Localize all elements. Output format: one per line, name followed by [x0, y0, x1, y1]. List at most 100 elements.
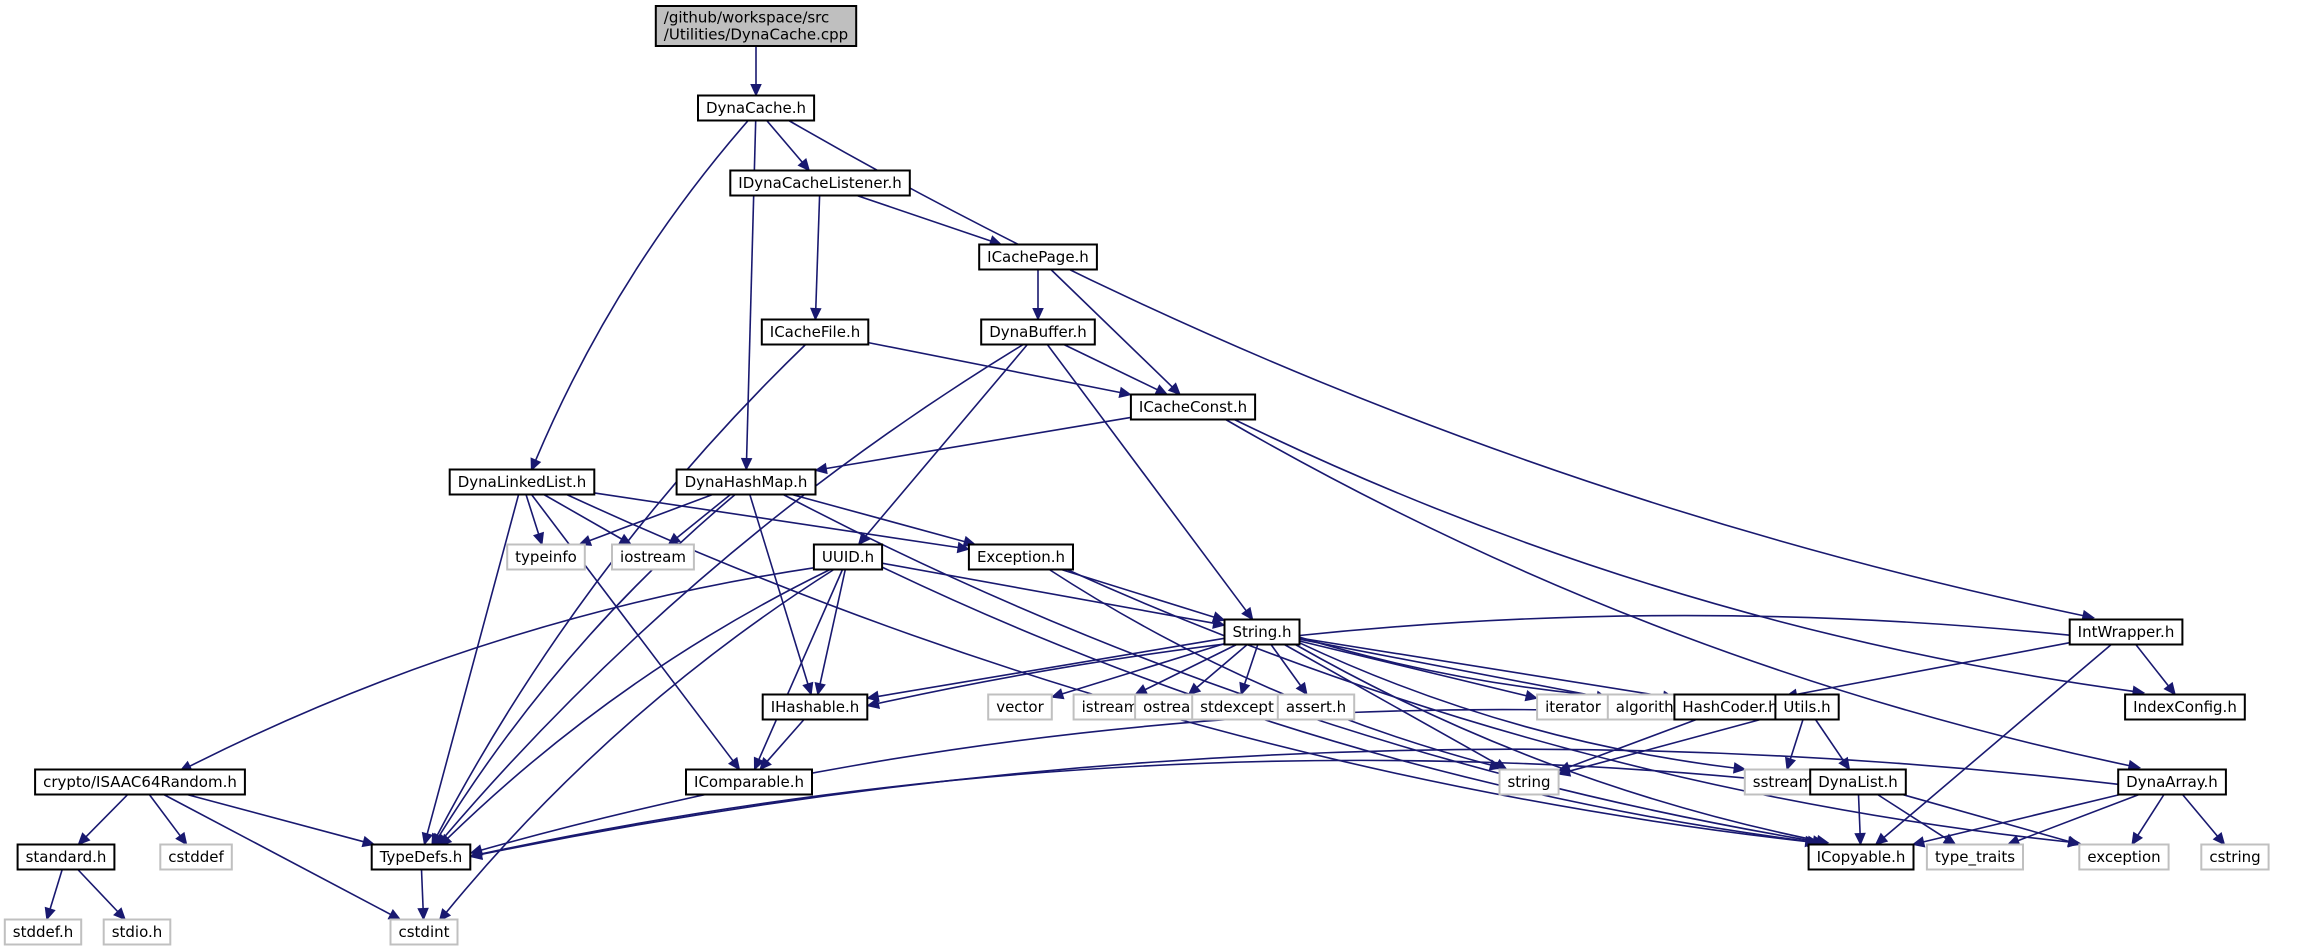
- arrowhead-icon: [802, 681, 814, 696]
- edge-line: [878, 637, 1225, 698]
- node-dynacache[interactable]: DynaCache.h: [697, 94, 816, 122]
- edge-line: [1196, 643, 1248, 689]
- node-uuid[interactable]: UUID.h: [812, 543, 884, 571]
- edge-intwrapper-to-ihashable: [866, 614, 2070, 709]
- node-label: iostream: [620, 548, 686, 566]
- node-utils[interactable]: Utils.h: [1774, 693, 1840, 721]
- arrowhead-icon: [175, 831, 188, 846]
- node-box: [1498, 768, 1560, 796]
- node-dynabuffer[interactable]: DynaBuffer.h: [980, 318, 1096, 346]
- node-label: /Utilities/DynaCache.cpp: [664, 26, 848, 44]
- edge-line: [1294, 643, 1818, 842]
- node-box: [978, 243, 1098, 271]
- node-box: [1129, 393, 1257, 421]
- arrowhead-icon: [750, 84, 762, 97]
- edge-line: [447, 568, 831, 839]
- node-root[interactable]: /github/workspace/src/Utilities/DynaCach…: [654, 5, 858, 47]
- edge-ihashable-to-icomparable: [759, 718, 805, 771]
- node-label: ostream: [1143, 698, 1205, 716]
- arrowhead-icon: [438, 908, 452, 922]
- arrowhead-icon: [797, 158, 811, 172]
- edge-icachepage-to-icacheconst: [1050, 268, 1181, 396]
- node-icomparable[interactable]: IComparable.h: [685, 768, 813, 796]
- edge-dynahashmap-to-ihashable: [749, 494, 814, 696]
- node-label: crypto/ISAAC64Random.h: [43, 773, 237, 791]
- node-label: DynaHashMap.h: [685, 473, 808, 491]
- node-box: [675, 468, 817, 496]
- node-standard[interactable]: standard.h: [16, 843, 116, 871]
- edge-line: [589, 493, 713, 542]
- edge-dynaarray-to-icopyable: [1911, 793, 2121, 848]
- node-label: istream: [1082, 698, 1139, 716]
- node-box: [611, 543, 695, 571]
- node-icacheconst[interactable]: ICacheConst.h: [1129, 393, 1257, 421]
- node-type-traits: type_traits: [1925, 843, 2025, 871]
- node-label: ICacheFile.h: [770, 323, 860, 341]
- edge-line: [881, 562, 1214, 624]
- node-dynahashmap[interactable]: DynaHashMap.h: [675, 468, 817, 496]
- arrowhead-icon: [667, 532, 682, 546]
- node-isaac64random[interactable]: crypto/ISAAC64Random.h: [34, 768, 246, 796]
- node-hashcoder[interactable]: HashCoder.h: [1673, 693, 1787, 721]
- arrowhead-icon: [866, 697, 881, 709]
- arrowhead-icon: [1557, 765, 1572, 777]
- node-label: IHashable.h: [771, 698, 860, 716]
- edge-line: [1923, 793, 2121, 843]
- node-box: [761, 693, 869, 721]
- node-label: ICachePage.h: [987, 248, 1089, 266]
- node-label: stdio.h: [112, 923, 163, 941]
- node-dynaarray[interactable]: DynaArray.h: [2117, 768, 2227, 796]
- edge-line: [1225, 418, 2130, 767]
- edge-line: [826, 416, 1132, 470]
- edge-line: [2181, 793, 2219, 837]
- nodes-layer: /github/workspace/src/Utilities/DynaCach…: [3, 5, 2270, 946]
- edge-line: [1299, 642, 1735, 769]
- edge-line: [1857, 794, 1861, 834]
- node-box: [1276, 693, 1356, 721]
- node-box: [1774, 693, 1840, 721]
- edge-utils-to-dynalist: [1814, 719, 1851, 771]
- edge-idynacachelistener-to-icachefile: [810, 195, 822, 321]
- node-label: Exception.h: [977, 548, 1065, 566]
- edge-line: [530, 494, 734, 762]
- edge-line: [1568, 714, 1776, 772]
- edge-line: [77, 868, 119, 913]
- node-indexconfig[interactable]: IndexConfig.h: [2124, 693, 2246, 721]
- edge-line: [782, 493, 1814, 842]
- node-label: IComparable.h: [694, 773, 804, 791]
- node-label: type_traits: [1935, 848, 2015, 867]
- node-icachefile[interactable]: ICacheFile.h: [760, 318, 870, 346]
- edge-line: [148, 794, 181, 837]
- node-stdio: stdio.h: [102, 918, 172, 946]
- arrowhead-icon: [530, 457, 542, 472]
- edge-line: [788, 119, 2084, 617]
- edge-line: [1144, 643, 1238, 691]
- edge-dynacache-to-dynahashmap: [740, 120, 757, 471]
- node-intwrapper[interactable]: IntWrapper.h: [2068, 618, 2184, 646]
- edge-line: [868, 341, 1121, 394]
- arrowhead-icon: [1118, 386, 1133, 399]
- node-dynalinkedlist[interactable]: DynaLinkedList.h: [448, 468, 596, 496]
- node-exception[interactable]: Exception.h: [967, 543, 1075, 571]
- edge-line: [749, 494, 809, 685]
- node-box: [159, 843, 233, 871]
- node-label: iterator: [1545, 698, 1602, 716]
- node-icachepage[interactable]: ICachePage.h: [978, 243, 1098, 271]
- arrowhead-icon: [814, 682, 826, 696]
- node-label: /github/workspace/src: [664, 9, 829, 27]
- node-dynalist[interactable]: DynaList.h: [1809, 768, 1907, 796]
- edge-line: [856, 194, 992, 242]
- node-ihashable[interactable]: IHashable.h: [761, 693, 869, 721]
- node-string[interactable]: String.h: [1223, 618, 1301, 646]
- node-icopyable[interactable]: ICopyable.h: [1807, 843, 1915, 871]
- node-box: [102, 918, 172, 946]
- node-idynacachelistener[interactable]: IDynaCacheListener.h: [729, 169, 911, 197]
- node-typedefs[interactable]: TypeDefs.h: [370, 843, 472, 871]
- arrowhead-icon: [1134, 684, 1149, 696]
- node-label: standard.h: [26, 848, 107, 866]
- edge-dynabuffer-to-string: [1046, 344, 1254, 621]
- node-label: stdexcept: [1200, 698, 1274, 716]
- edge-line: [186, 793, 364, 843]
- node-iterator: iterator: [1536, 693, 1610, 721]
